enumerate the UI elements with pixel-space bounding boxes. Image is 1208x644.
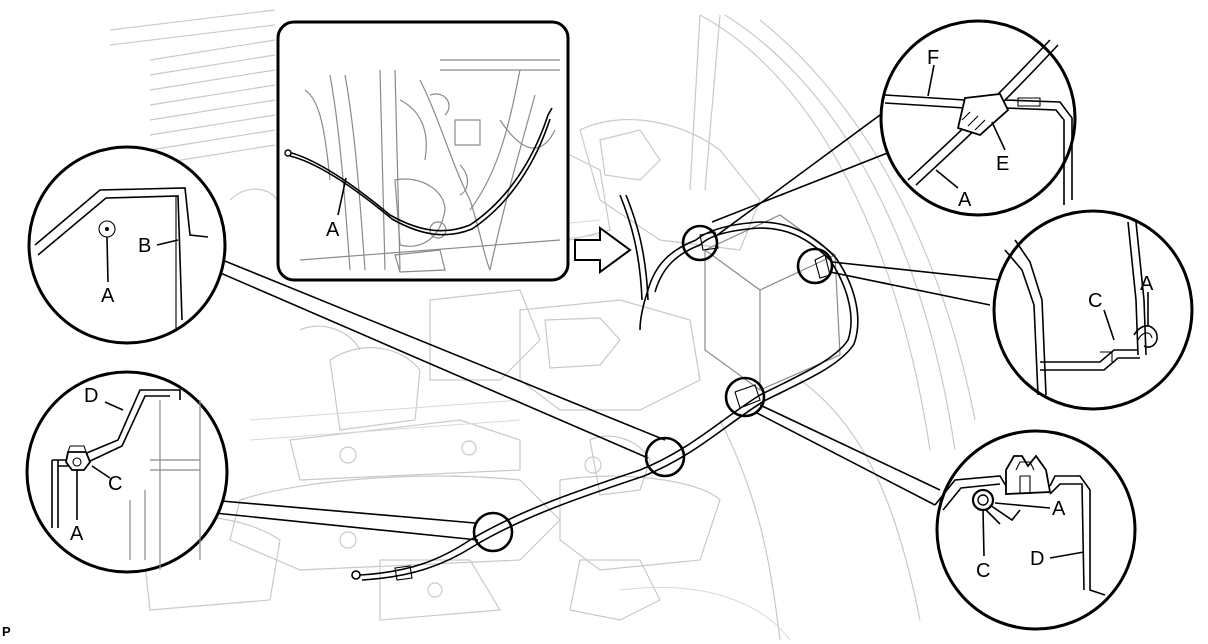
detail-callout-left-upper: A B	[27, 145, 227, 345]
direction-arrow	[574, 226, 632, 274]
highlight-circles	[472, 224, 834, 553]
detail-mid-right-label-cable: A	[1140, 273, 1154, 295]
detail-left-lower-label-bracket: D	[84, 385, 98, 407]
detail-bottom-right-label-clamp: C	[976, 560, 990, 582]
detail-callout-bottom-right: A C D	[934, 429, 1137, 631]
detail-left-lower-label-cable: A	[70, 523, 84, 545]
leader-lines	[201, 114, 1001, 541]
detail-callout-top-right: F E A	[879, 19, 1077, 217]
detail-top-right-label-cable: A	[958, 189, 972, 211]
highlight-circle-battery-side	[796, 247, 834, 285]
detail-bottom-right-label-bracket: D	[1030, 548, 1044, 570]
detail-left-upper-label-cable: A	[101, 285, 115, 307]
detail-left-lower-label-clamp: C	[108, 473, 122, 495]
figure-code: P	[2, 624, 11, 639]
detail-callout-left-lower: C A D	[25, 370, 229, 574]
highlight-circle-mid	[644, 436, 686, 478]
highlight-circle-lower-left	[472, 511, 514, 553]
detail-mid-right-label-clamp: C	[1088, 290, 1102, 312]
detail-callout-mid-right: C A	[992, 209, 1194, 411]
detail-top-right-label-body: F	[927, 47, 939, 69]
detail-top-right-label-clamp: E	[996, 153, 1009, 175]
cable-route	[351, 194, 859, 581]
overview-inset: A	[276, 20, 570, 282]
overview-label-cable: A	[326, 219, 340, 241]
detail-bottom-right-label-cable: A	[1052, 498, 1066, 520]
highlight-circle-battery-front	[724, 376, 766, 418]
highlight-circle-top	[681, 224, 719, 262]
detail-left-upper-label-bracket: B	[138, 235, 151, 257]
